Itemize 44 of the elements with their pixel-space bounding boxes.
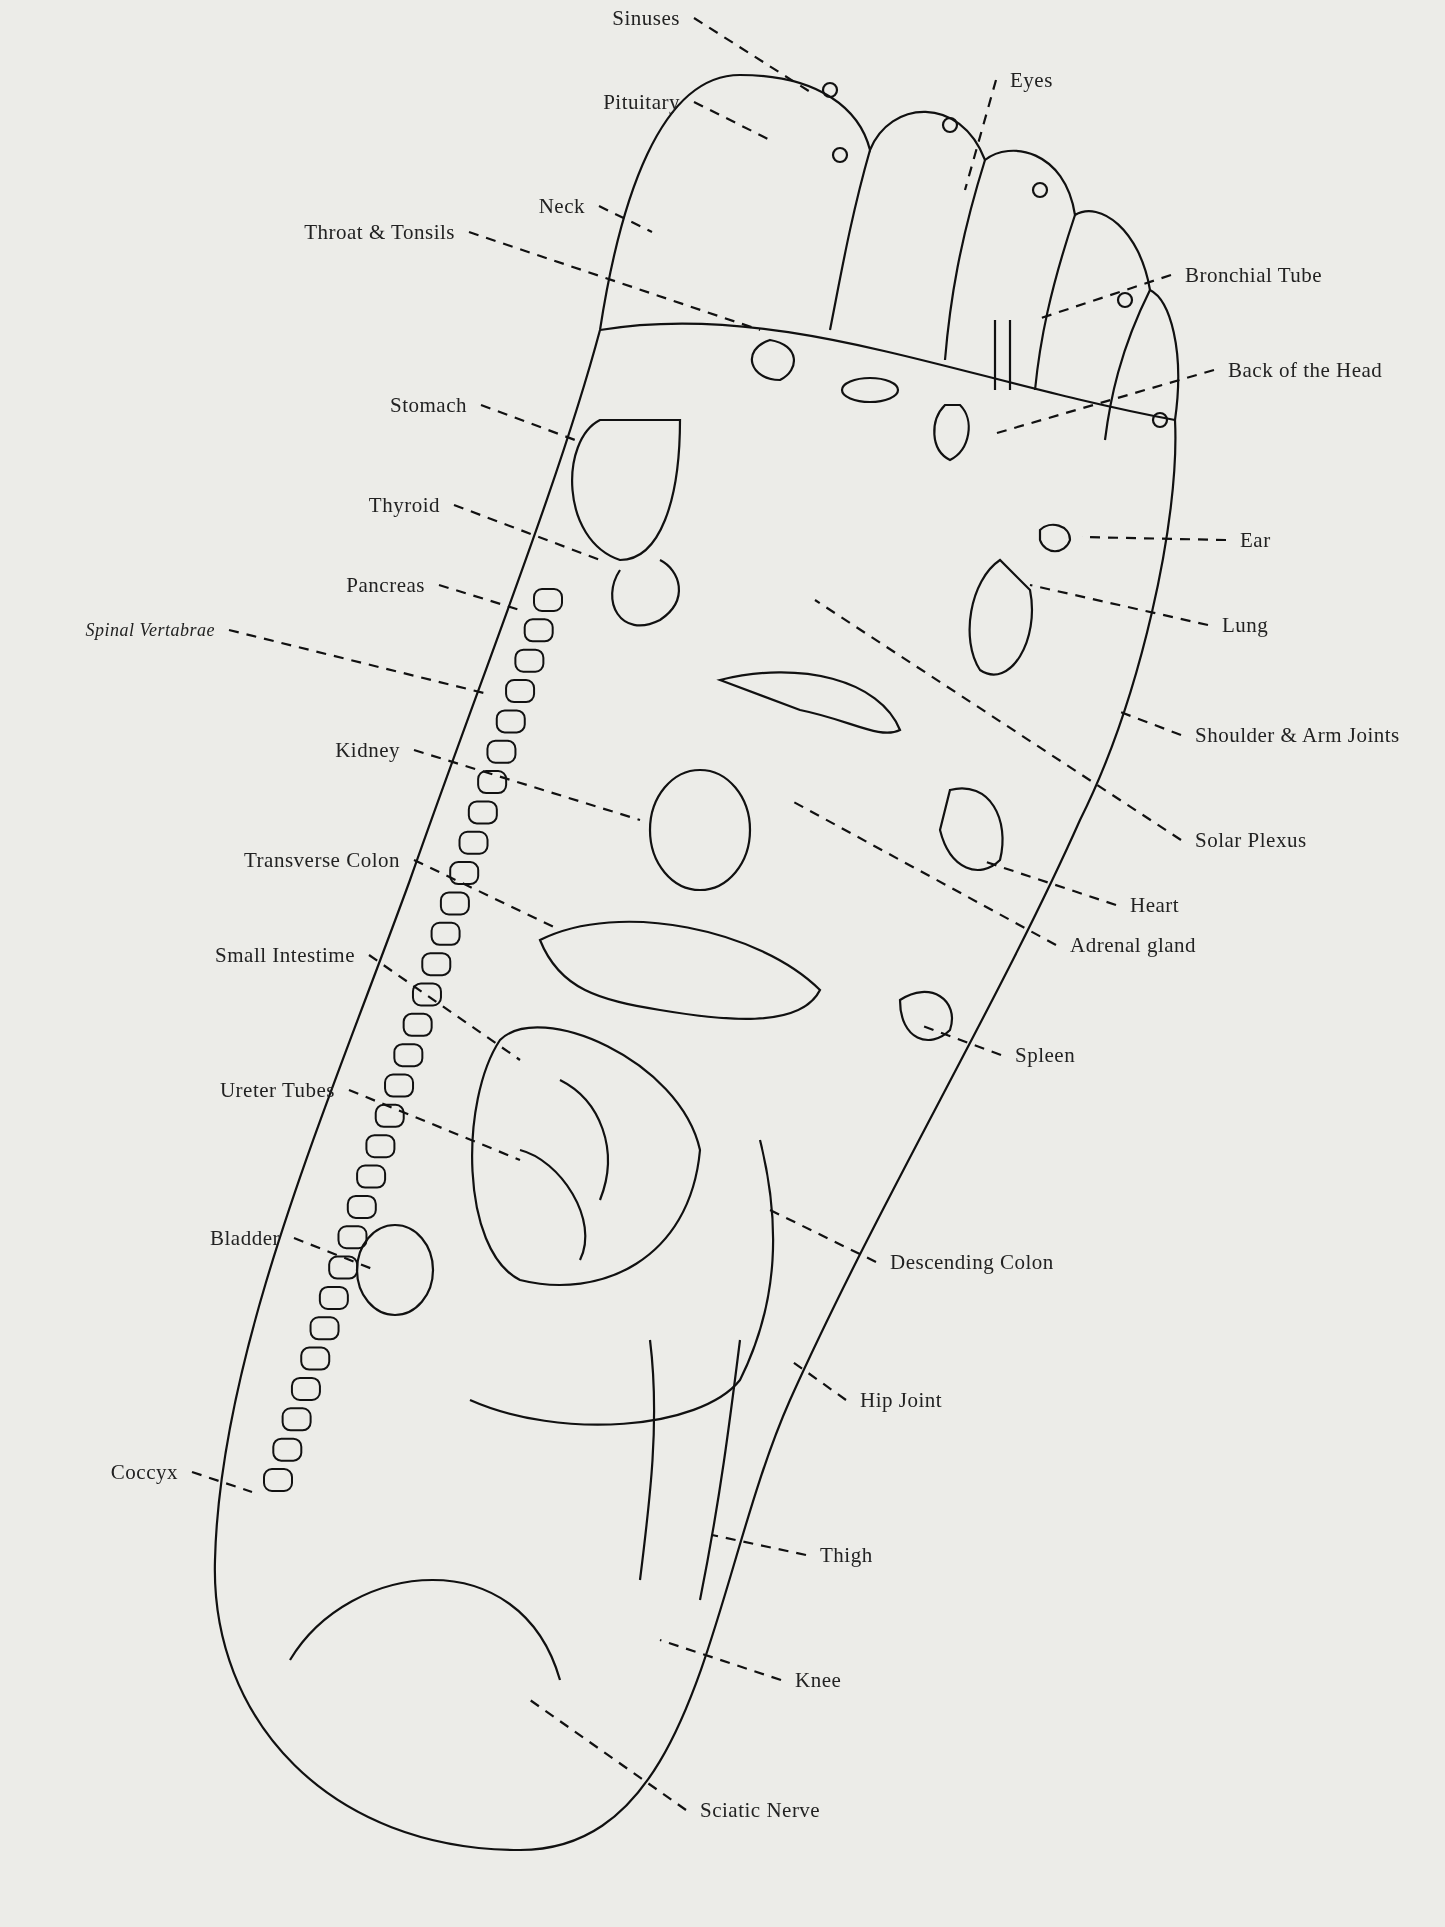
- part-label: Adrenal gland: [1070, 932, 1197, 958]
- leader-line: [453, 503, 601, 562]
- leader-line: [413, 748, 641, 822]
- leader-line: [963, 79, 998, 191]
- part-label: Heart: [1130, 892, 1180, 918]
- leader-line: [191, 1470, 253, 1494]
- leader-line: [529, 1699, 687, 1811]
- leader-line: [438, 583, 521, 612]
- part-label: Bladder: [210, 1225, 280, 1251]
- part-label: Pancreas: [346, 572, 425, 598]
- part-label: Eyes: [1010, 67, 1053, 93]
- leader-line: [598, 205, 653, 233]
- part-label: Bronchial Tube: [1185, 262, 1323, 288]
- part-label: Back of the Head: [1228, 357, 1383, 383]
- leader-line: [1029, 583, 1209, 627]
- leader-line: [348, 1089, 521, 1161]
- part-label: Knee: [795, 1667, 842, 1693]
- leader-line: [368, 954, 521, 1061]
- part-label: Small Intestime: [215, 942, 355, 968]
- part-label: Coccyx: [110, 1459, 178, 1485]
- part-label: Sinuses: [612, 5, 680, 31]
- part-label: Spleen: [1015, 1042, 1076, 1068]
- part-label: Spinal Vertabrae: [85, 619, 215, 641]
- part-label: Neck: [538, 193, 585, 219]
- part-label: Thigh: [820, 1542, 873, 1568]
- part-label: Descending Colon: [890, 1249, 1054, 1275]
- part-label: Kidney: [335, 737, 400, 763]
- part-label: Shoulder & Arm Joints: [1195, 722, 1400, 748]
- part-label: Lung: [1222, 612, 1269, 638]
- leader-line: [659, 1638, 782, 1682]
- leader-line: [480, 403, 576, 442]
- part-label: Throat & Tonsils: [304, 219, 455, 245]
- part-label: Hip Joint: [860, 1387, 943, 1413]
- part-label: Stomach: [390, 392, 467, 418]
- leader-line: [468, 230, 761, 332]
- leader-line: [814, 599, 1182, 841]
- part-label: Pituitary: [603, 89, 680, 115]
- part-label: Solar Plexus: [1195, 827, 1307, 853]
- part-label: Thyroid: [368, 492, 440, 518]
- part-label: Ear: [1240, 527, 1271, 553]
- part-label: Transverse Colon: [244, 847, 400, 873]
- part-label: Sciatic Nerve: [700, 1797, 821, 1823]
- leader-line: [769, 1209, 877, 1263]
- leader-line: [711, 1533, 807, 1557]
